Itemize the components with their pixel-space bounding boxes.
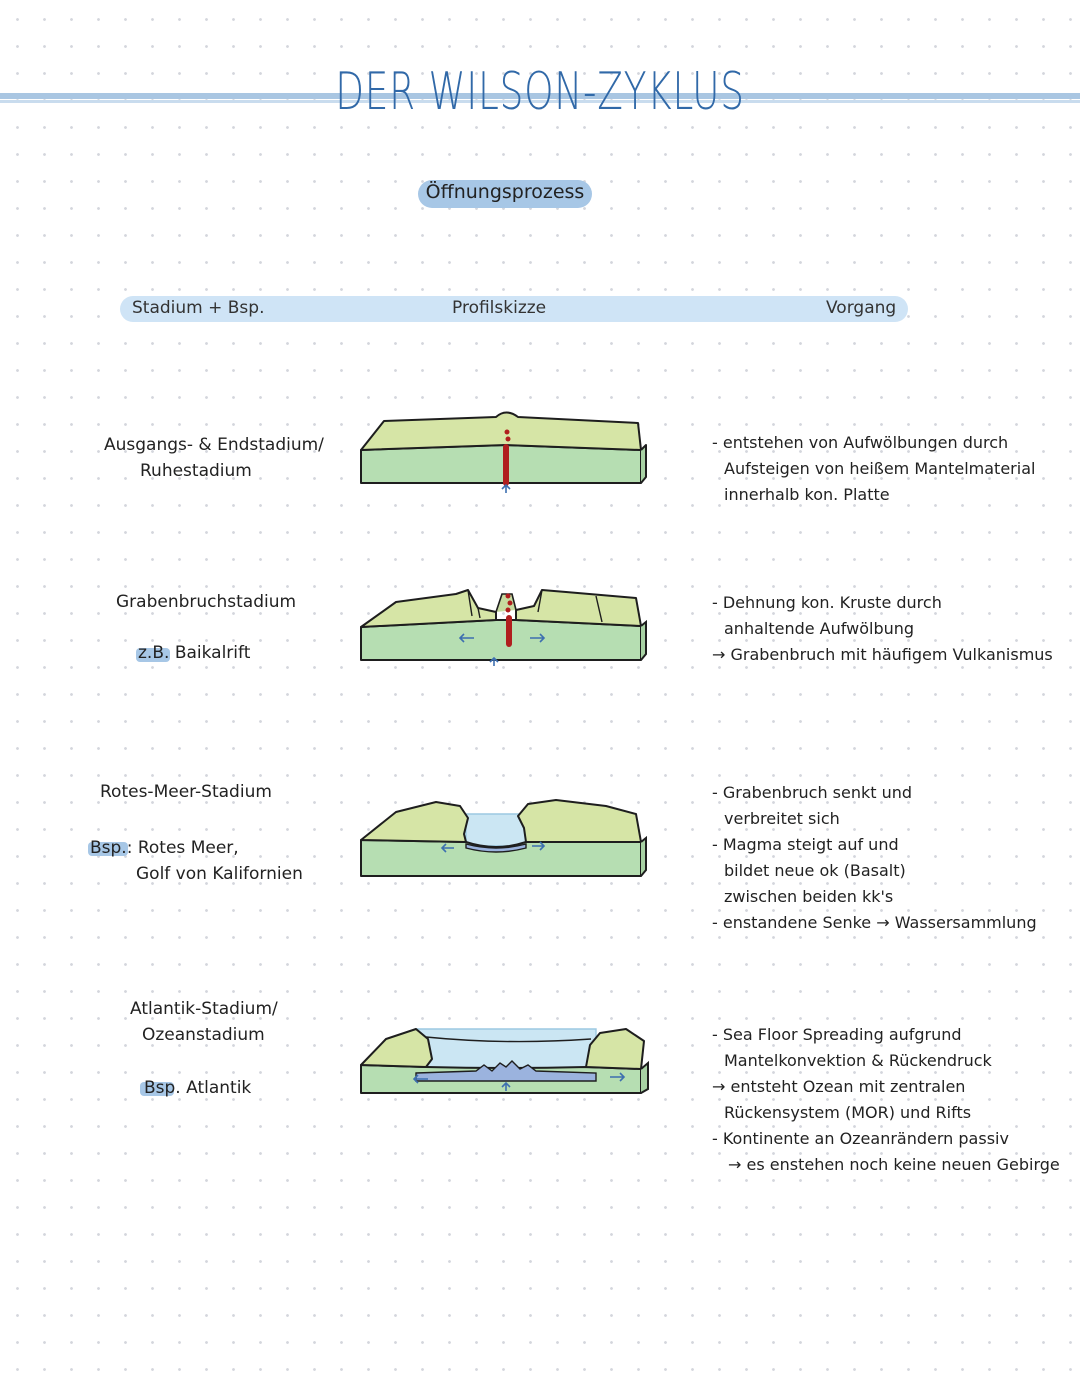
oceanic-crust bbox=[465, 843, 527, 853]
spreading-arrow-right-icon bbox=[610, 1072, 626, 1082]
oceanic-ridge bbox=[415, 1060, 597, 1082]
stage-1-process: - entstehen von Aufwölbungen durch Aufst… bbox=[712, 430, 1035, 508]
profile-sketch-resting bbox=[360, 411, 647, 493]
stage-4-name: Atlantik-Stadium/ Ozeanstadium bbox=[130, 996, 278, 1048]
page-title: DER WILSON-ZYKLUS bbox=[335, 62, 745, 122]
header-sketch: Profilskizze bbox=[452, 298, 547, 318]
example-text: Golf von Kalifornien bbox=[136, 864, 303, 884]
process-line: - enstandene Senke → Wassersammlung bbox=[712, 913, 1037, 932]
title-underline-thin bbox=[0, 100, 1080, 103]
header-process: Vorgang bbox=[826, 298, 897, 318]
example-text: Atlantik bbox=[186, 1078, 252, 1098]
crust-top-left bbox=[360, 589, 497, 628]
header-stage: Stadium + Bsp. bbox=[132, 298, 265, 318]
stage-4-example: Bsp. Atlantik bbox=[144, 1075, 251, 1101]
magma-drop bbox=[505, 593, 511, 599]
stage-1-name: Ausgangs- & Endstadium/ Ruhestadium bbox=[104, 432, 324, 484]
crust-end bbox=[640, 835, 647, 877]
process-line: zwischen beiden kk's bbox=[724, 887, 894, 906]
crust-end bbox=[640, 1060, 649, 1094]
stage-4-process: - Sea Floor Spreading aufgrund Mantelkon… bbox=[712, 1022, 1060, 1178]
stage-3-example: Bsp.: Rotes Meer, Golf von Kalifornien bbox=[90, 835, 303, 887]
profile-sketch-rift-valley bbox=[360, 589, 647, 666]
section-subtitle: Öffnungsprozess bbox=[425, 181, 585, 203]
spreading-arrow-left-icon bbox=[458, 633, 474, 643]
process-line: → es enstehen noch keine neuen Gebirge bbox=[728, 1155, 1060, 1174]
process-line: - Dehnung kon. Kruste durch bbox=[712, 593, 942, 612]
process-line: verbreitet sich bbox=[724, 809, 840, 828]
crust-side bbox=[360, 444, 642, 484]
stage-3-process: - Grabenbruch senkt und verbreitet sich … bbox=[712, 780, 1037, 936]
stage-1-name-line: Ausgangs- & Endstadium/ bbox=[104, 435, 324, 455]
stage-3-name: Rotes-Meer-Stadium bbox=[100, 779, 272, 805]
crust-top-right bbox=[515, 589, 642, 627]
crust-side bbox=[360, 619, 642, 661]
stage-2-example: z.B. Baikalrift bbox=[138, 640, 250, 666]
example-text: Baikalrift bbox=[174, 643, 251, 663]
process-line: - Magma steigt auf und bbox=[712, 835, 899, 854]
spreading-arrow-left-icon bbox=[412, 1074, 428, 1084]
stage-2-name-line: Grabenbruchstadium bbox=[116, 592, 297, 612]
example-label: z.B. bbox=[138, 643, 170, 663]
magma-drop bbox=[505, 607, 511, 613]
crust-end bbox=[640, 619, 647, 661]
spreading-arrow-right-icon bbox=[530, 633, 546, 643]
stage-4-name-line: Atlantik-Stadium/ bbox=[130, 999, 278, 1019]
process-line: anhaltende Aufwölbung bbox=[724, 619, 915, 638]
example-label: Bsp. bbox=[144, 1078, 181, 1098]
title-underline bbox=[0, 93, 1080, 99]
example-highlight bbox=[140, 1082, 174, 1096]
process-line: - Kontinente an Ozeanrändern passiv bbox=[712, 1129, 1009, 1148]
process-line: → entsteht Ozean mit zentralen bbox=[712, 1077, 966, 1096]
profile-sketch-ocean bbox=[360, 1028, 649, 1094]
process-line: Mantelkonvektion & Rückendruck bbox=[724, 1051, 992, 1070]
process-line: bildet neue ok (Basalt) bbox=[724, 861, 906, 880]
process-line: → Grabenbruch mit häufigem Vulkanismus bbox=[712, 645, 1053, 664]
magma-drop bbox=[505, 436, 511, 442]
water-surface bbox=[425, 1036, 592, 1043]
process-line: - entstehen von Aufwölbungen durch bbox=[712, 433, 1009, 452]
process-line: Rückensystem (MOR) und Rifts bbox=[724, 1103, 972, 1122]
example-label: Bsp.: bbox=[90, 838, 133, 858]
fault-lines bbox=[467, 589, 603, 623]
example-highlight bbox=[88, 842, 128, 856]
upwelling-arrow-icon bbox=[489, 656, 499, 666]
profile-sketch-red-sea bbox=[360, 799, 647, 877]
upwelling-arrow-icon bbox=[501, 1081, 511, 1091]
spreading-arrow-right-icon bbox=[532, 841, 546, 851]
process-line: innerhalb kon. Platte bbox=[724, 485, 890, 504]
process-line: - Grabenbruch senkt und bbox=[712, 783, 913, 802]
spreading-arrow-left-icon bbox=[440, 843, 454, 853]
subtitle-highlight bbox=[418, 180, 592, 208]
crust-top-left bbox=[360, 801, 469, 843]
example-highlight bbox=[136, 648, 170, 662]
crust-top-left bbox=[360, 1028, 433, 1068]
magma-drop bbox=[504, 429, 510, 435]
example-text: Rotes Meer, bbox=[137, 838, 239, 858]
stage-2-name: Grabenbruchstadium bbox=[116, 589, 296, 615]
upwelling-arrow-icon bbox=[501, 483, 511, 493]
stage-1-name-line: Ruhestadium bbox=[140, 461, 252, 481]
stage-2-process: - Dehnung kon. Kruste durch anhaltende A… bbox=[712, 590, 1053, 668]
crust-top-right bbox=[517, 799, 642, 843]
magma-drop bbox=[507, 600, 513, 606]
crust-top bbox=[360, 411, 642, 451]
stage-4-name-line: Ozeanstadium bbox=[142, 1025, 265, 1045]
process-line: - Sea Floor Spreading aufgrund bbox=[712, 1025, 962, 1044]
crust-end bbox=[640, 444, 647, 484]
process-line: Aufsteigen von heißem Mantelmaterial bbox=[724, 459, 1036, 478]
table-header-bar bbox=[120, 296, 908, 322]
stage-3-name-line: Rotes-Meer-Stadium bbox=[100, 782, 272, 802]
